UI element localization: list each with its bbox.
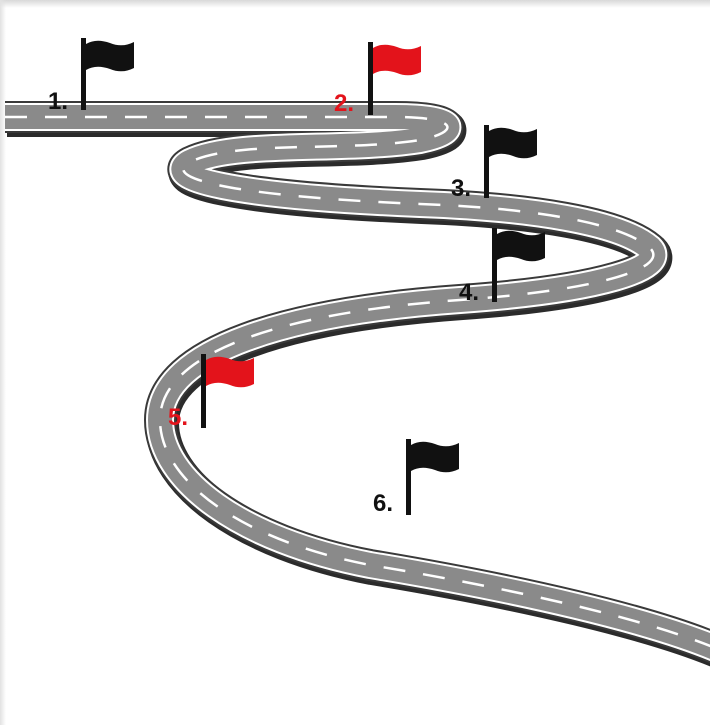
black-flag-icon — [86, 40, 134, 72]
black-flag-icon — [497, 230, 545, 262]
black-flag-icon — [489, 127, 537, 159]
milestone-number: 1. — [48, 90, 68, 114]
milestone-number: 2. — [334, 92, 354, 116]
milestone-number: 4. — [459, 281, 479, 305]
red-flag-icon — [206, 356, 254, 388]
red-flag-icon — [373, 44, 421, 76]
milestone-number: 5. — [168, 406, 188, 430]
milestone-number: 6. — [373, 492, 393, 516]
black-flag-icon — [411, 441, 459, 473]
road-inner — [5, 117, 710, 650]
milestone-number: 3. — [451, 177, 471, 201]
